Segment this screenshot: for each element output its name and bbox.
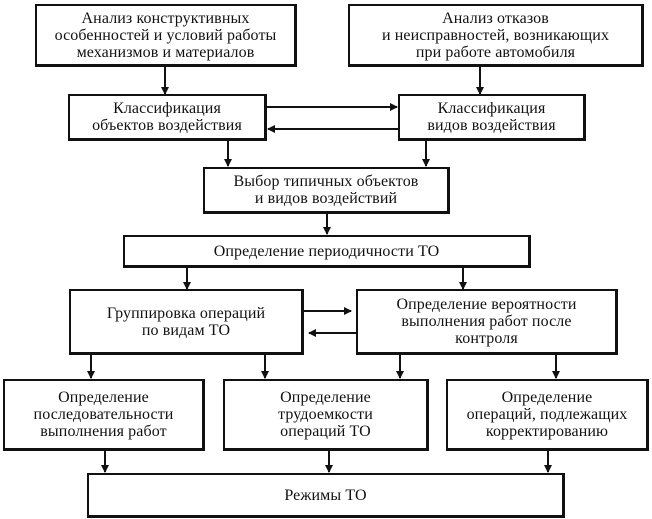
node-grouping: Группировка операций по видам ТО — [69, 289, 304, 355]
node-sequence: Определение последовательности выполнени… — [3, 379, 205, 451]
node-analysis-failures: Анализ отказов и неисправностей, возника… — [348, 4, 644, 67]
node-classification-types: Классификация видов воздействия — [398, 94, 586, 141]
node-classification-objects: Классификация объектов воздействия — [68, 94, 267, 141]
node-selection-typical: Выбор типичных объектов и видов воздейст… — [203, 167, 450, 214]
node-periodicity: Определение периодичности ТО — [123, 235, 531, 268]
node-probability: Определение вероятности выполнения работ… — [356, 289, 618, 355]
node-correction: Определение операций, подлежащих коррект… — [446, 379, 649, 451]
node-analysis-design: Анализ конструктивных особенностей и усл… — [35, 4, 297, 67]
node-labor: Определение трудоемкости операций ТО — [223, 379, 429, 451]
node-modes: Режимы ТО — [87, 473, 565, 518]
